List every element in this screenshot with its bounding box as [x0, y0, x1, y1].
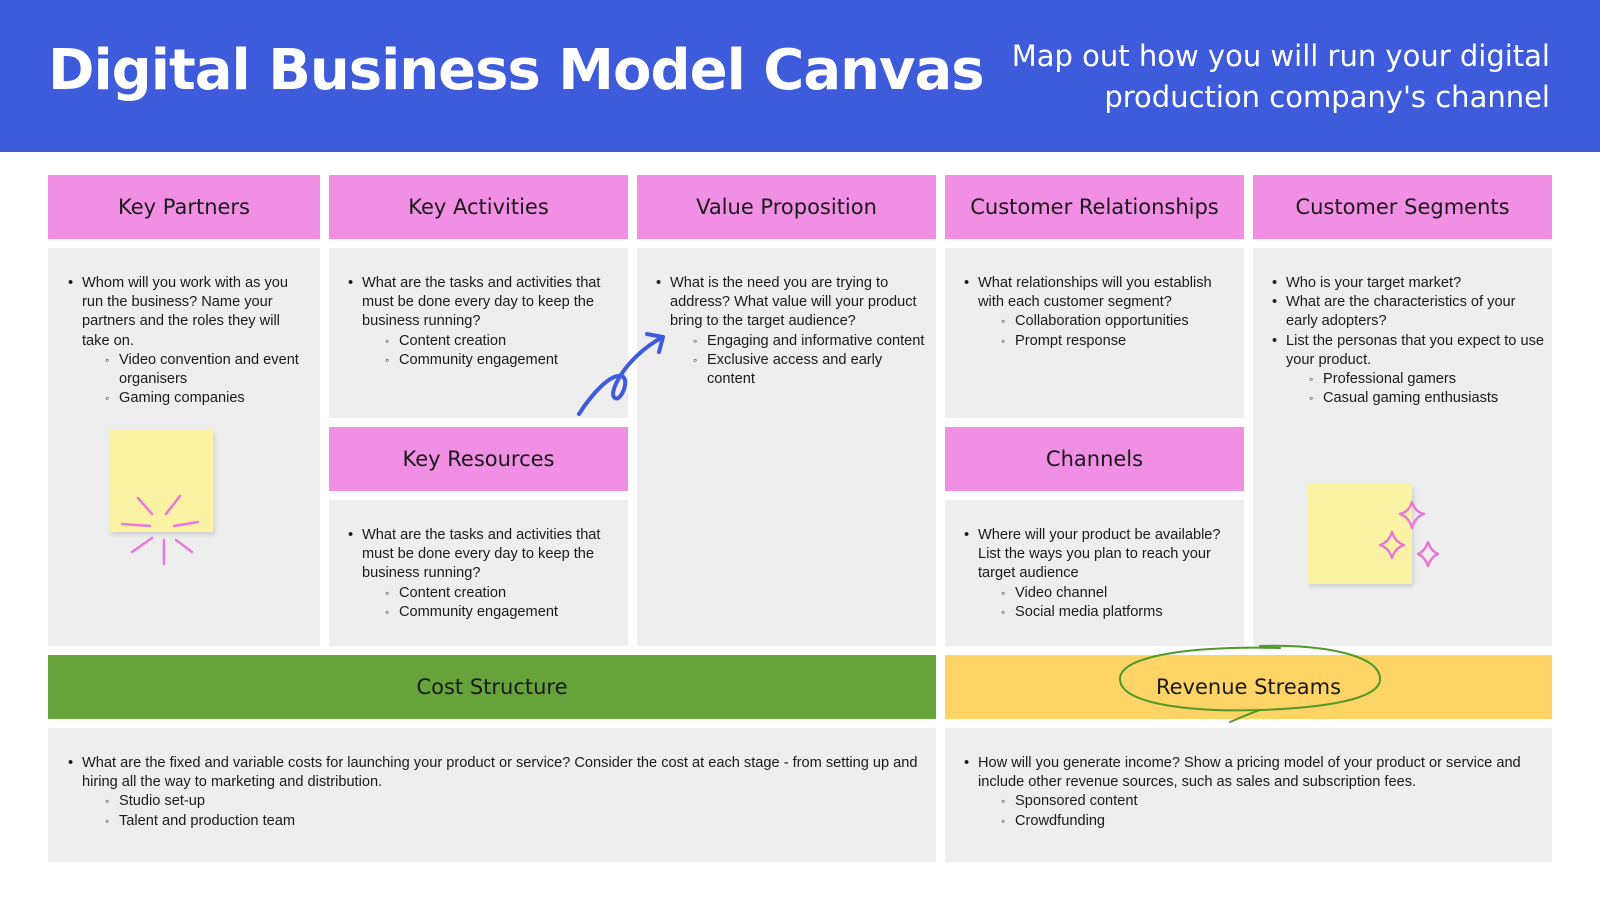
- sparkle-doodle-icon: [1378, 500, 1440, 568]
- channels-question: Where will your product be available? Li…: [964, 526, 1236, 622]
- cost-structure-example: Studio set-up: [82, 792, 928, 811]
- key-resources-header: Key Resources: [329, 427, 628, 491]
- key-partners-question: Whom will you work with as you run the b…: [68, 274, 308, 409]
- key-partners-example: Gaming companies: [82, 389, 308, 408]
- customer-segments-question: Who is your target market?: [1272, 274, 1544, 293]
- customer-segments-question: What are the characteristics of your ear…: [1272, 293, 1544, 331]
- revenue-streams-question: How will you generate income? Show a pri…: [964, 754, 1544, 831]
- sticky-note: [1308, 484, 1412, 584]
- channels-example: Video channel: [978, 584, 1236, 603]
- channels-example: Social media platforms: [978, 603, 1236, 622]
- customer-segments-example: Professional gamers: [1286, 370, 1544, 389]
- customer-segments-question: List the personas that you expect to use…: [1272, 332, 1544, 409]
- value-proposition-header: Value Proposition: [637, 175, 936, 239]
- circle-doodle-icon: [1118, 644, 1382, 723]
- arrow-doodle-icon: [577, 332, 665, 416]
- key-activities-header: Key Activities: [329, 175, 628, 239]
- key-partners-header: Key Partners: [48, 175, 320, 239]
- cost-structure-question: What are the fixed and variable costs fo…: [68, 754, 928, 831]
- customer-relationships-header: Customer Relationships: [945, 175, 1244, 239]
- customer-relationships-example: Prompt response: [978, 332, 1236, 351]
- customer-relationships-question: What relationships will you establish wi…: [964, 274, 1236, 351]
- channels-header: Channels: [945, 427, 1244, 491]
- key-partners-example: Video convention and event organisers: [82, 351, 308, 389]
- page-title: Digital Business Model Canvas: [48, 38, 985, 103]
- key-activities-example: Community engagement: [362, 351, 620, 370]
- revenue-streams-header: Revenue Streams: [945, 655, 1552, 719]
- customer-segments-content: Who is your target market? What are the …: [1272, 274, 1544, 409]
- burst-doodle-icon: [120, 494, 200, 566]
- value-proposition-content: What is the need you are trying to addre…: [656, 274, 928, 389]
- channels-content: Where will your product be available? Li…: [964, 526, 1236, 622]
- key-activities-question: What are the tasks and activities that m…: [348, 274, 620, 370]
- key-resources-example: Content creation: [362, 584, 620, 603]
- key-resources-content: What are the tasks and activities that m…: [348, 526, 620, 622]
- revenue-streams-example: Crowdfunding: [978, 812, 1544, 831]
- header-banner: Digital Business Model Canvas Map out ho…: [0, 0, 1600, 152]
- cost-structure-header: Cost Structure: [48, 655, 936, 719]
- key-partners-content: Whom will you work with as you run the b…: [68, 274, 308, 409]
- cost-structure-content: What are the fixed and variable costs fo…: [68, 754, 928, 831]
- customer-segments-header: Customer Segments: [1253, 175, 1552, 239]
- customer-relationships-example: Collaboration opportunities: [978, 312, 1236, 331]
- cost-structure-example: Talent and production team: [82, 812, 928, 831]
- value-proposition-example: Exclusive access and early content: [670, 351, 928, 389]
- sticky-note: [109, 430, 213, 532]
- customer-relationships-content: What relationships will you establish wi…: [964, 274, 1236, 351]
- revenue-streams-content: How will you generate income? Show a pri…: [964, 754, 1544, 831]
- value-proposition-question: What is the need you are trying to addre…: [656, 274, 928, 389]
- key-activities-example: Content creation: [362, 332, 620, 351]
- key-activities-content: What are the tasks and activities that m…: [348, 274, 620, 370]
- page-subtitle: Map out how you will run your digital pr…: [1011, 39, 1550, 114]
- revenue-streams-example: Sponsored content: [978, 792, 1544, 811]
- key-resources-example: Community engagement: [362, 603, 620, 622]
- key-resources-question: What are the tasks and activities that m…: [348, 526, 620, 622]
- customer-segments-example: Casual gaming enthusiasts: [1286, 389, 1544, 408]
- value-proposition-example: Engaging and informative content: [670, 332, 928, 351]
